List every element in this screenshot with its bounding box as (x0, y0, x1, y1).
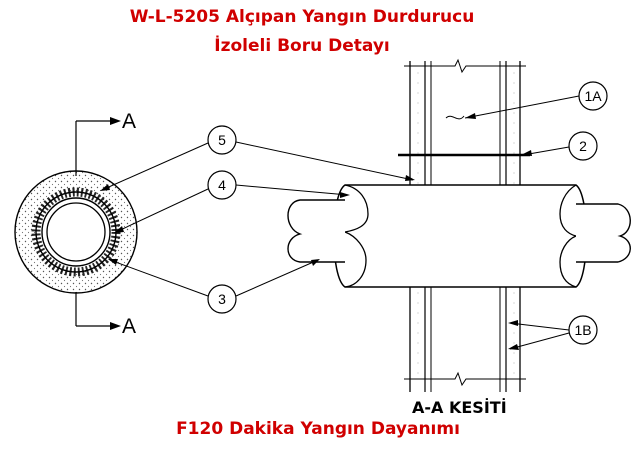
leader-4-right (235, 184, 349, 196)
section-cut-top (75, 117, 121, 176)
leader-1b-b (509, 332, 570, 350)
callout-label-4: 4 (218, 177, 226, 193)
callout-label-5: 5 (218, 132, 226, 148)
callout-label-1b: 1B (574, 322, 591, 338)
leader-5-right (235, 141, 414, 181)
insulated-pipe-elevation (287, 184, 631, 288)
leader-4-left (115, 188, 209, 233)
callout-label-3: 3 (218, 291, 226, 307)
leader-1a (464, 95, 580, 119)
callout-label-1a: 1A (584, 88, 602, 104)
callout-circle-5 (207, 125, 237, 155)
fire-rating-caption: F120 Dakika Yangın Dayanımı (176, 419, 460, 439)
section-title: A-A KESİTİ (412, 398, 507, 417)
callout-circle-3 (207, 284, 237, 314)
callout-label-2: 2 (579, 138, 587, 154)
drawing-title: W-L-5205 Alçıpan Yangın Durdurucu (129, 7, 475, 27)
drawing-subtitle: İzoleli Boru Detayı (214, 36, 390, 56)
leader-3-right (235, 259, 319, 297)
section-cut-bottom (75, 292, 121, 330)
section-marker-bottom: A (122, 315, 136, 338)
section-marker-top: A (122, 110, 136, 133)
leader-1b-a (509, 322, 570, 331)
leader-5-left (101, 142, 209, 191)
pipe-wall-inner (46, 202, 106, 262)
leader-3-left (109, 259, 209, 297)
callout-circle-2 (568, 131, 598, 161)
